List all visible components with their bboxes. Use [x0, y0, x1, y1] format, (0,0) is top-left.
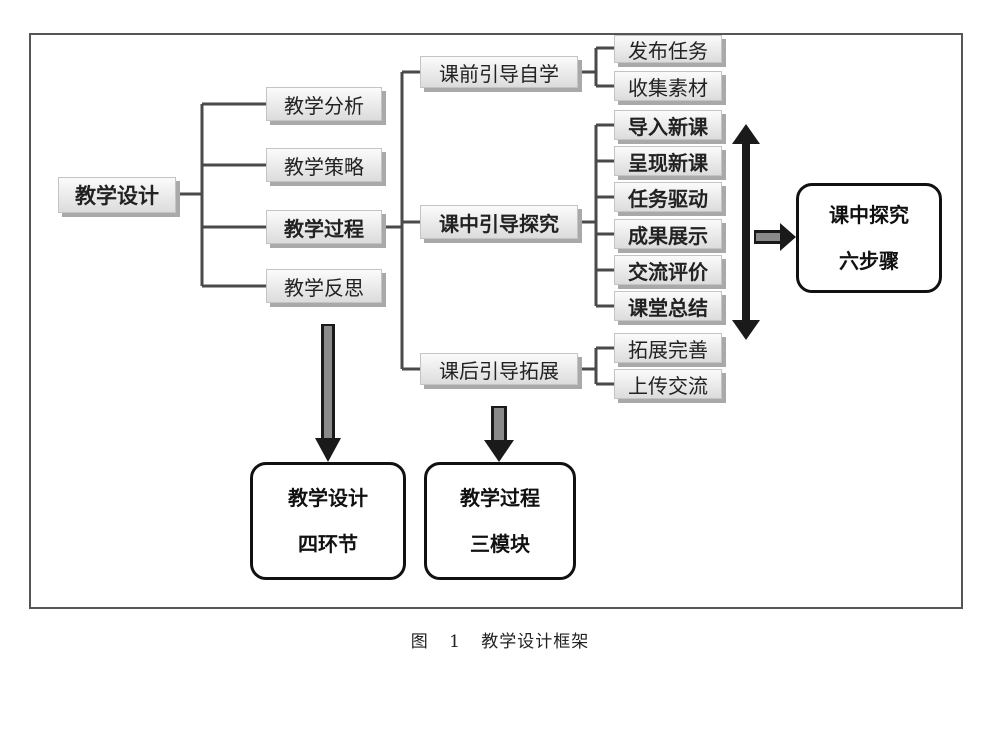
summary-inquiry-subtitle: 六步骤: [839, 249, 899, 273]
tree-connectors: [176, 46, 614, 386]
figure-caption: 图 1 教学设计框架: [410, 632, 590, 652]
module-pre-class: 课前引导自学: [420, 56, 578, 88]
summary-design-box: 教学设计 四环节: [250, 462, 406, 580]
step-task-driven: 任务驱动: [614, 182, 722, 212]
down-arrow-design: [315, 324, 341, 462]
step-evaluate: 交流评价: [614, 255, 722, 285]
step-expand: 拓展完善: [614, 333, 722, 363]
module-in-class: 课中引导探究: [420, 205, 578, 239]
summary-inquiry-title: 课中探究: [829, 203, 909, 227]
double-arrow-vertical: [732, 124, 760, 340]
right-arrow-inquiry: [754, 223, 796, 251]
step-introduce: 导入新课: [614, 110, 722, 140]
step-present: 呈现新课: [614, 146, 722, 176]
aspect-analysis: 教学分析: [266, 87, 382, 121]
root-node: 教学设计: [58, 177, 176, 213]
aspect-reflection: 教学反思: [266, 269, 382, 303]
summary-process-box: 教学过程 三模块: [424, 462, 576, 580]
summary-inquiry-box: 课中探究 六步骤: [796, 183, 942, 293]
step-summary: 课堂总结: [614, 291, 722, 321]
summary-design-title: 教学设计: [288, 486, 368, 510]
aspect-strategy: 教学策略: [266, 148, 382, 182]
diagram-frame: [29, 33, 963, 609]
summary-design-subtitle: 四环节: [298, 532, 358, 556]
step-upload: 上传交流: [614, 369, 722, 399]
aspect-process: 教学过程: [266, 210, 382, 244]
summary-process-title: 教学过程: [460, 486, 540, 510]
summary-process-subtitle: 三模块: [470, 532, 530, 556]
down-arrow-process: [484, 406, 514, 462]
step-showcase: 成果展示: [614, 219, 722, 249]
step-collect-materials: 收集素材: [614, 71, 722, 101]
module-post-class: 课后引导拓展: [420, 353, 578, 385]
step-publish-task: 发布任务: [614, 35, 722, 63]
